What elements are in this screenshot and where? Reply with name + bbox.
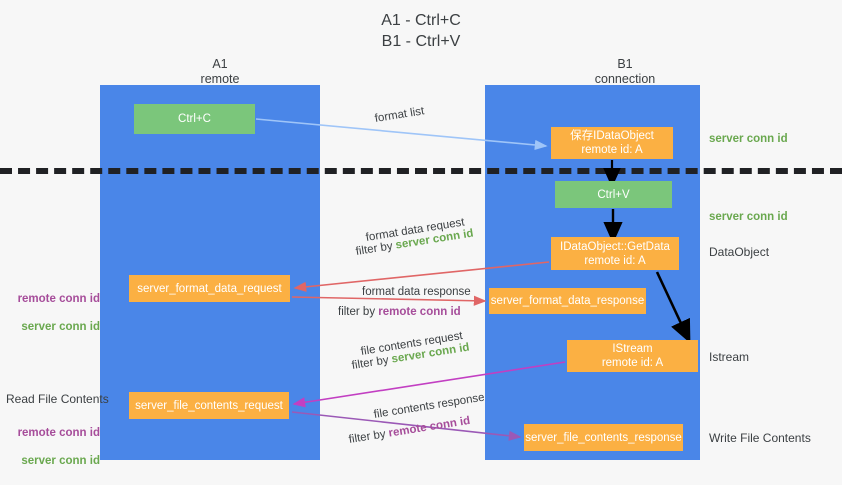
box-server-format-data-response[interactable]: server_format_data_response [489,288,646,314]
filter-prefix: filter by [347,427,390,446]
box-ctrl-v[interactable]: Ctrl+V [555,181,672,208]
box-idataobject-line1: 保存IDataObject [570,130,654,142]
box-server-file-contents-response[interactable]: server_file_contents_response [524,424,683,451]
edge-label-file-contents-response-filter: filter by remote conn id [348,414,472,448]
box-ctrl-c[interactable]: Ctrl+C [134,104,255,134]
annotation-remote-conn-id-2: remote conn id [17,427,100,439]
box-getdata-line1: IDataObject::GetData [560,240,670,253]
box-server-file-contents-request[interactable]: server_file_contents_request [129,392,289,419]
annotation-server-conn-id-top: server conn id [709,133,788,145]
phase-divider [0,168,842,174]
box-istream-line2: remote id: A [601,357,664,369]
annotation-remote-conn-id-1: remote conn id [17,293,100,305]
edge-label-format-data-response: format data response [362,286,471,298]
column-header-a1: A1 remote [200,57,240,86]
annotation-conn-ids-lower: remote conn id server conn id [8,412,100,482]
box-istream[interactable]: IStream remote id: A [567,340,698,372]
column-header-b1: B1 connection [594,57,656,86]
filter-prefix: filter by [350,353,393,372]
box-server-file-contents-response-label: server_file_contents_response [525,431,682,444]
annotation-server-conn-id-mid: server conn id [709,211,788,223]
filter-prefix: filter by [338,306,379,318]
box-idataobject-getdata[interactable]: IDataObject::GetData remote id: A [551,237,679,270]
box-server-format-data-request[interactable]: server_format_data_request [129,275,290,302]
filter-value-remote-conn-id: remote conn id [378,306,461,318]
box-idataobject[interactable]: 保存IDataObject remote id: A [551,127,673,159]
box-ctrl-v-line1: Ctrl+V [597,188,630,201]
annotation-conn-ids-upper: remote conn id server conn id [8,278,100,348]
box-getdata-line2: remote id: A [584,254,646,267]
edge-label-format-list: format list [373,105,426,125]
annotation-server-conn-id-2: server conn id [21,455,100,467]
box-idataobject-line2: remote id: A [581,144,643,156]
annotation-dataobject: DataObject [709,245,770,259]
annotation-server-conn-id-1: server conn id [21,321,100,333]
annotation-read-file-contents: Read File Contents [6,392,109,406]
annotation-istream: Istream [709,350,750,364]
edge-label-format-data-response-filter: filter by remote conn id [338,305,461,320]
box-ctrl-c-line1: Ctrl+C [178,113,211,125]
box-server-format-data-request-label: server_format_data_request [137,282,282,295]
page-title: A1 - Ctrl+C B1 - Ctrl+V [381,12,461,50]
filter-prefix: filter by [354,239,397,258]
box-server-format-data-response-label: server_format_data_response [490,295,645,307]
box-server-file-contents-request-label: server_file_contents_request [135,399,283,412]
box-istream-line1: IStream [612,343,653,355]
annotation-write-file-contents: Write File Contents [709,431,811,445]
